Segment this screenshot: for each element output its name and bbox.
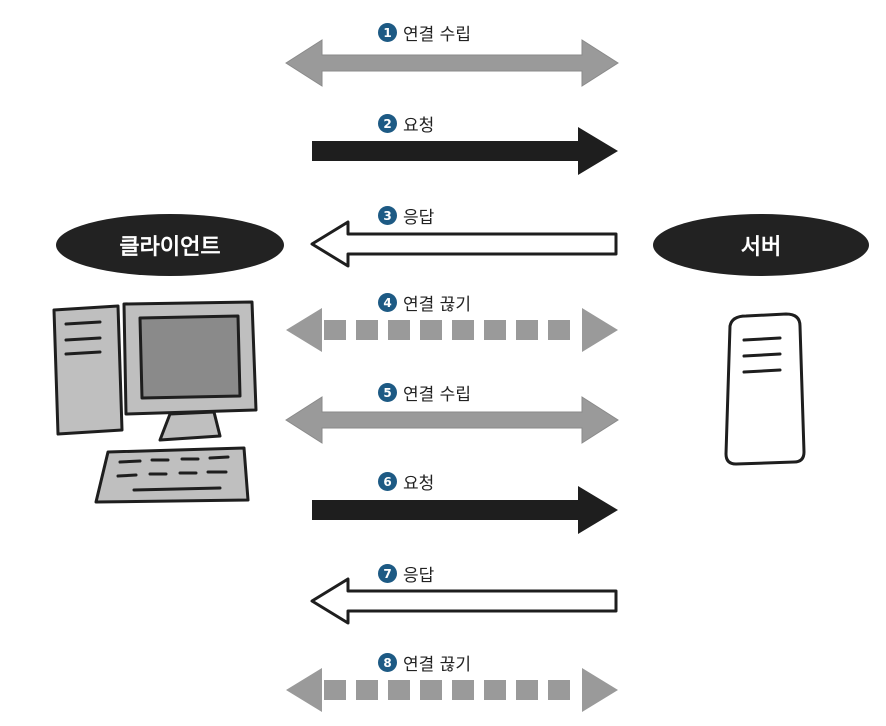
step-2-label: 2 요청 <box>378 111 434 136</box>
arrow-7-left-outline <box>310 577 618 625</box>
step-6-label: 6 요청 <box>378 469 434 494</box>
client-computer-icon <box>52 300 258 504</box>
server-label: 서버 <box>740 235 782 260</box>
step-4-text: 연결 끊기 <box>403 295 471 315</box>
arrow-2-right-black <box>312 127 618 175</box>
step-8-label: 8 연결 끊기 <box>378 650 471 675</box>
arrow-6-right-black <box>312 486 618 534</box>
step-6-text: 요청 <box>403 474 435 494</box>
client-label: 클라이언트 <box>119 235 221 260</box>
step-3-text: 응답 <box>403 208 435 228</box>
step-5-text: 연결 수립 <box>403 385 471 405</box>
arrow-5-double-gray <box>285 396 619 444</box>
step-7-label: 7 응답 <box>378 561 434 586</box>
step-4-badge: 4 <box>378 293 397 312</box>
step-4-label: 4 연결 끊기 <box>378 290 471 315</box>
step-1-badge: 1 <box>378 23 397 42</box>
server-tower-icon <box>724 312 806 466</box>
step-8-badge: 8 <box>378 653 397 672</box>
step-7-text: 응답 <box>403 566 435 586</box>
step-5-label: 5 연결 수립 <box>378 380 471 405</box>
server-label-pill: 서버 <box>653 214 869 276</box>
step-1-text: 연결 수립 <box>403 25 471 45</box>
step-3-badge: 3 <box>378 206 397 225</box>
arrow-4-double-dashed <box>286 308 618 352</box>
arrow-8-double-dashed <box>286 668 618 712</box>
arrow-3-left-outline <box>310 220 618 268</box>
step-1-label: 1 연결 수립 <box>378 20 471 45</box>
step-6-badge: 6 <box>378 472 397 491</box>
arrow-1-double-gray <box>285 39 619 87</box>
step-5-badge: 5 <box>378 383 397 402</box>
step-2-badge: 2 <box>378 114 397 133</box>
step-3-label: 3 응답 <box>378 203 434 228</box>
step-7-badge: 7 <box>378 564 397 583</box>
client-label-pill: 클라이언트 <box>56 214 284 276</box>
step-2-text: 요청 <box>403 116 435 136</box>
step-8-text: 연결 끊기 <box>403 655 471 675</box>
